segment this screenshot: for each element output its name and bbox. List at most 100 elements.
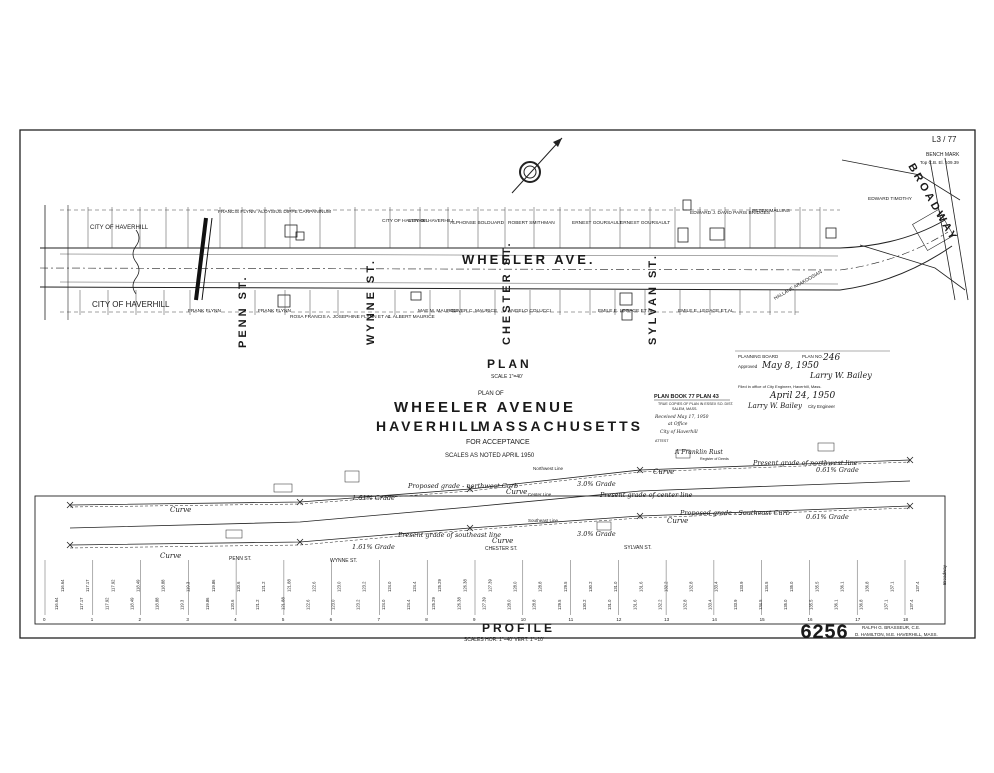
profile-x-marker [636,466,644,474]
station-label: 16 [807,617,813,622]
owner-label-south: HALLANE ARAKOOSIAN [773,269,824,302]
approval-plan-no: 246 [822,353,840,363]
profile-curve-5: Curve [653,468,674,476]
owner-label-south: FRANK FLYNN [258,308,291,314]
owner-label-north: ALPHONSE BOLDUARD [450,220,505,226]
station-label: 13 [664,617,670,622]
title-line3a: HAVERHILL [376,418,482,434]
elevation-label: 136.1 [833,599,838,610]
owner-label-north: EDWARD TIMOTHY [868,196,913,202]
profile-title: PROFILE [482,621,555,635]
engineer-line2: D. HAMILTON, M.E. HAVERHILL, MASS. [855,632,938,637]
railroad-crossing [194,217,208,301]
elevation-label: 121.88 [280,597,285,610]
owner-label-north: ERNEST GOURSAULT [620,220,670,226]
profile-x-marker [906,456,914,464]
elevation-label: 124.4 [412,581,417,592]
elevation-label: 120.6 [230,599,235,610]
profile-se-line-label: Southeast Line [528,518,559,523]
owner-label-north: CITY OF HAVERHILL [382,218,429,224]
plan-book-line6: ATTEST [655,439,669,443]
profile-wynne-st: WYNNE ST. [330,558,357,564]
elevation-label: 126.38 [462,579,467,592]
elevation-label: 116.64 [54,597,59,610]
profile-grade-161-a: 1.61% Grade [352,494,395,502]
street-label-penn: PENN ST. [237,274,249,348]
elevation-label: 124.4 [406,599,411,610]
owner-label-south: EMILE E. LEGAGE ET AL [598,308,654,314]
elevation-label: 126.38 [456,597,461,610]
profile-scale: SCALES HOR. 1"=40' VERT. 1"=10' [464,637,544,643]
elevation-label: 131.0 [613,581,618,592]
profile-curve-3: Curve [506,488,527,496]
profile-present-se: Present grade of southeast line [397,531,501,539]
owner-label-north: FRANCIS FLYNN [218,209,256,215]
station-label: 17 [855,617,861,622]
elevation-label: 129.5 [557,599,562,610]
street-label-wheeler: WHEELER AVE. [462,252,596,267]
plan-book-line1: TRUE COPIES OF PLAN IN ESSEX SO. DIST. [658,402,733,406]
street-line-south [39,245,953,291]
profile-grade-061-b: 0.61% Grade [806,513,849,521]
title-line4: FOR ACCEPTANCE [466,439,530,446]
elevation-label: 118.49 [129,597,134,610]
elevation-label: 117.92 [110,579,115,592]
elevation-label: 135.0 [789,581,794,592]
plan-book-line3: Received May 17, 1950 [654,414,709,420]
elevation-label: 135.5 [814,581,819,592]
owner-label-south: ANGELO COLUCCI [508,308,551,314]
profile-proposed-se: Proposed grade - Southeast Curb [679,509,790,517]
elevation-label: 123.2 [362,581,367,592]
elevation-label: 124.0 [387,581,392,592]
elevation-label: 124.0 [381,599,386,610]
elevation-label: 130.2 [582,599,587,610]
elevation-label: 120.6 [236,581,241,592]
owner-label-north: ERNEST GOURSAULT [572,220,622,226]
elevation-label: 132.2 [663,581,668,592]
profile-x-marker [636,512,644,520]
elevation-label: 127.39 [481,597,486,610]
profile-sylvan-st: SYLVAN ST. [624,545,652,551]
plan-number: 6256 [800,622,848,645]
street-label-chester: CHESTER ST. [501,240,513,345]
plan-book-register: Register of Deeds [700,457,729,461]
profile-x-marker [66,501,74,509]
owner-label-south: ROSA FRANCIS A. JOSEPHINE FLYNN ET AL [290,314,391,320]
owner-city-north: CITY OF HAVERHILL [90,225,149,231]
station-label: 2 [139,617,142,622]
plan-book-line5: City of Haverhill [660,429,698,435]
elevation-label: 128.8 [538,581,543,592]
owner-label-north: PETER MALLINS [752,208,790,214]
plan-book-line2: SALEM, MASS. [672,407,697,411]
elevation-label: 119.86 [205,597,210,610]
elevation-label: 137.1 [890,581,895,592]
elevation-label: 135.5 [808,599,813,610]
owner-label-north: ALOYSIUS DIPPE CARPANINUM [258,209,331,215]
street-label-wynne: WYNNE ST. [365,258,377,345]
elevation-label: 137.4 [915,581,920,592]
elevation-label: 133.9 [739,581,744,592]
profile-curve-1: Curve [170,506,191,514]
elevation-label: 132.8 [689,581,694,592]
elevation-label: 131.6 [638,581,643,592]
elevation-label: 127.39 [487,579,492,592]
elevation-label: 131.0 [607,599,612,610]
elevation-label: 118.49 [135,579,140,592]
approval-engineer: City Engineer [808,404,836,409]
station-label: 11 [569,617,574,622]
elevation-label: 131.6 [632,599,637,610]
station-label: 5 [282,617,285,622]
elevation-label: 128.8 [532,599,537,610]
profile-x-marker [296,498,304,506]
station-label: 4 [234,617,237,622]
elevation-label: 117.92 [104,597,109,610]
elevation-label: 117.17 [85,579,90,592]
bench-mark-detail: Top C.B. El. 109.39 [920,160,959,165]
grade-line-center [69,480,911,529]
elevation-labels: 116.64116.64117.17117.17117.92117.92118.… [54,579,920,610]
plan-view [39,157,969,321]
elevation-label: 136.8 [865,581,870,592]
